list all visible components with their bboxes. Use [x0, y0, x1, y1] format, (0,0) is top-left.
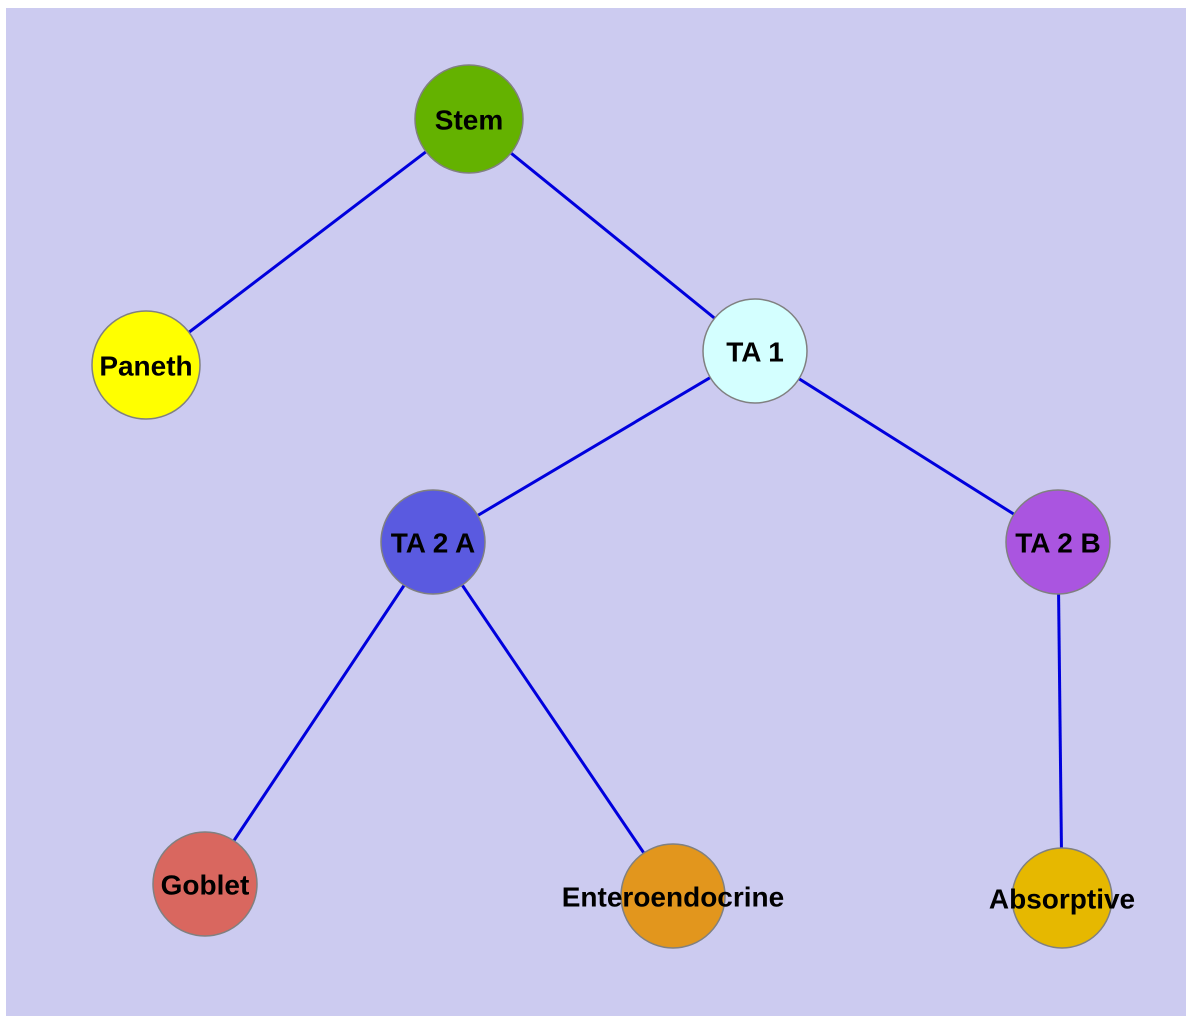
node-ta2a[interactable] [380, 489, 486, 595]
node-ta2b[interactable] [1005, 489, 1111, 595]
node-enteroendocrine[interactable] [620, 843, 726, 949]
edge-ta1-ta2b [754, 349, 1059, 544]
edge-stem-paneth [145, 117, 470, 367]
edge-ta2a-goblet [203, 541, 435, 885]
edge-ta1-ta2a [432, 349, 756, 544]
edge-ta2a-enteroendocrine [431, 541, 675, 897]
node-goblet[interactable] [152, 831, 258, 937]
edge-ta2b-absorptive [1056, 541, 1064, 899]
node-ta1[interactable] [702, 298, 808, 404]
node-stem[interactable] [414, 64, 524, 174]
node-absorptive[interactable] [1011, 847, 1113, 949]
node-paneth[interactable] [91, 310, 201, 420]
edge-stem-ta1 [468, 117, 756, 353]
